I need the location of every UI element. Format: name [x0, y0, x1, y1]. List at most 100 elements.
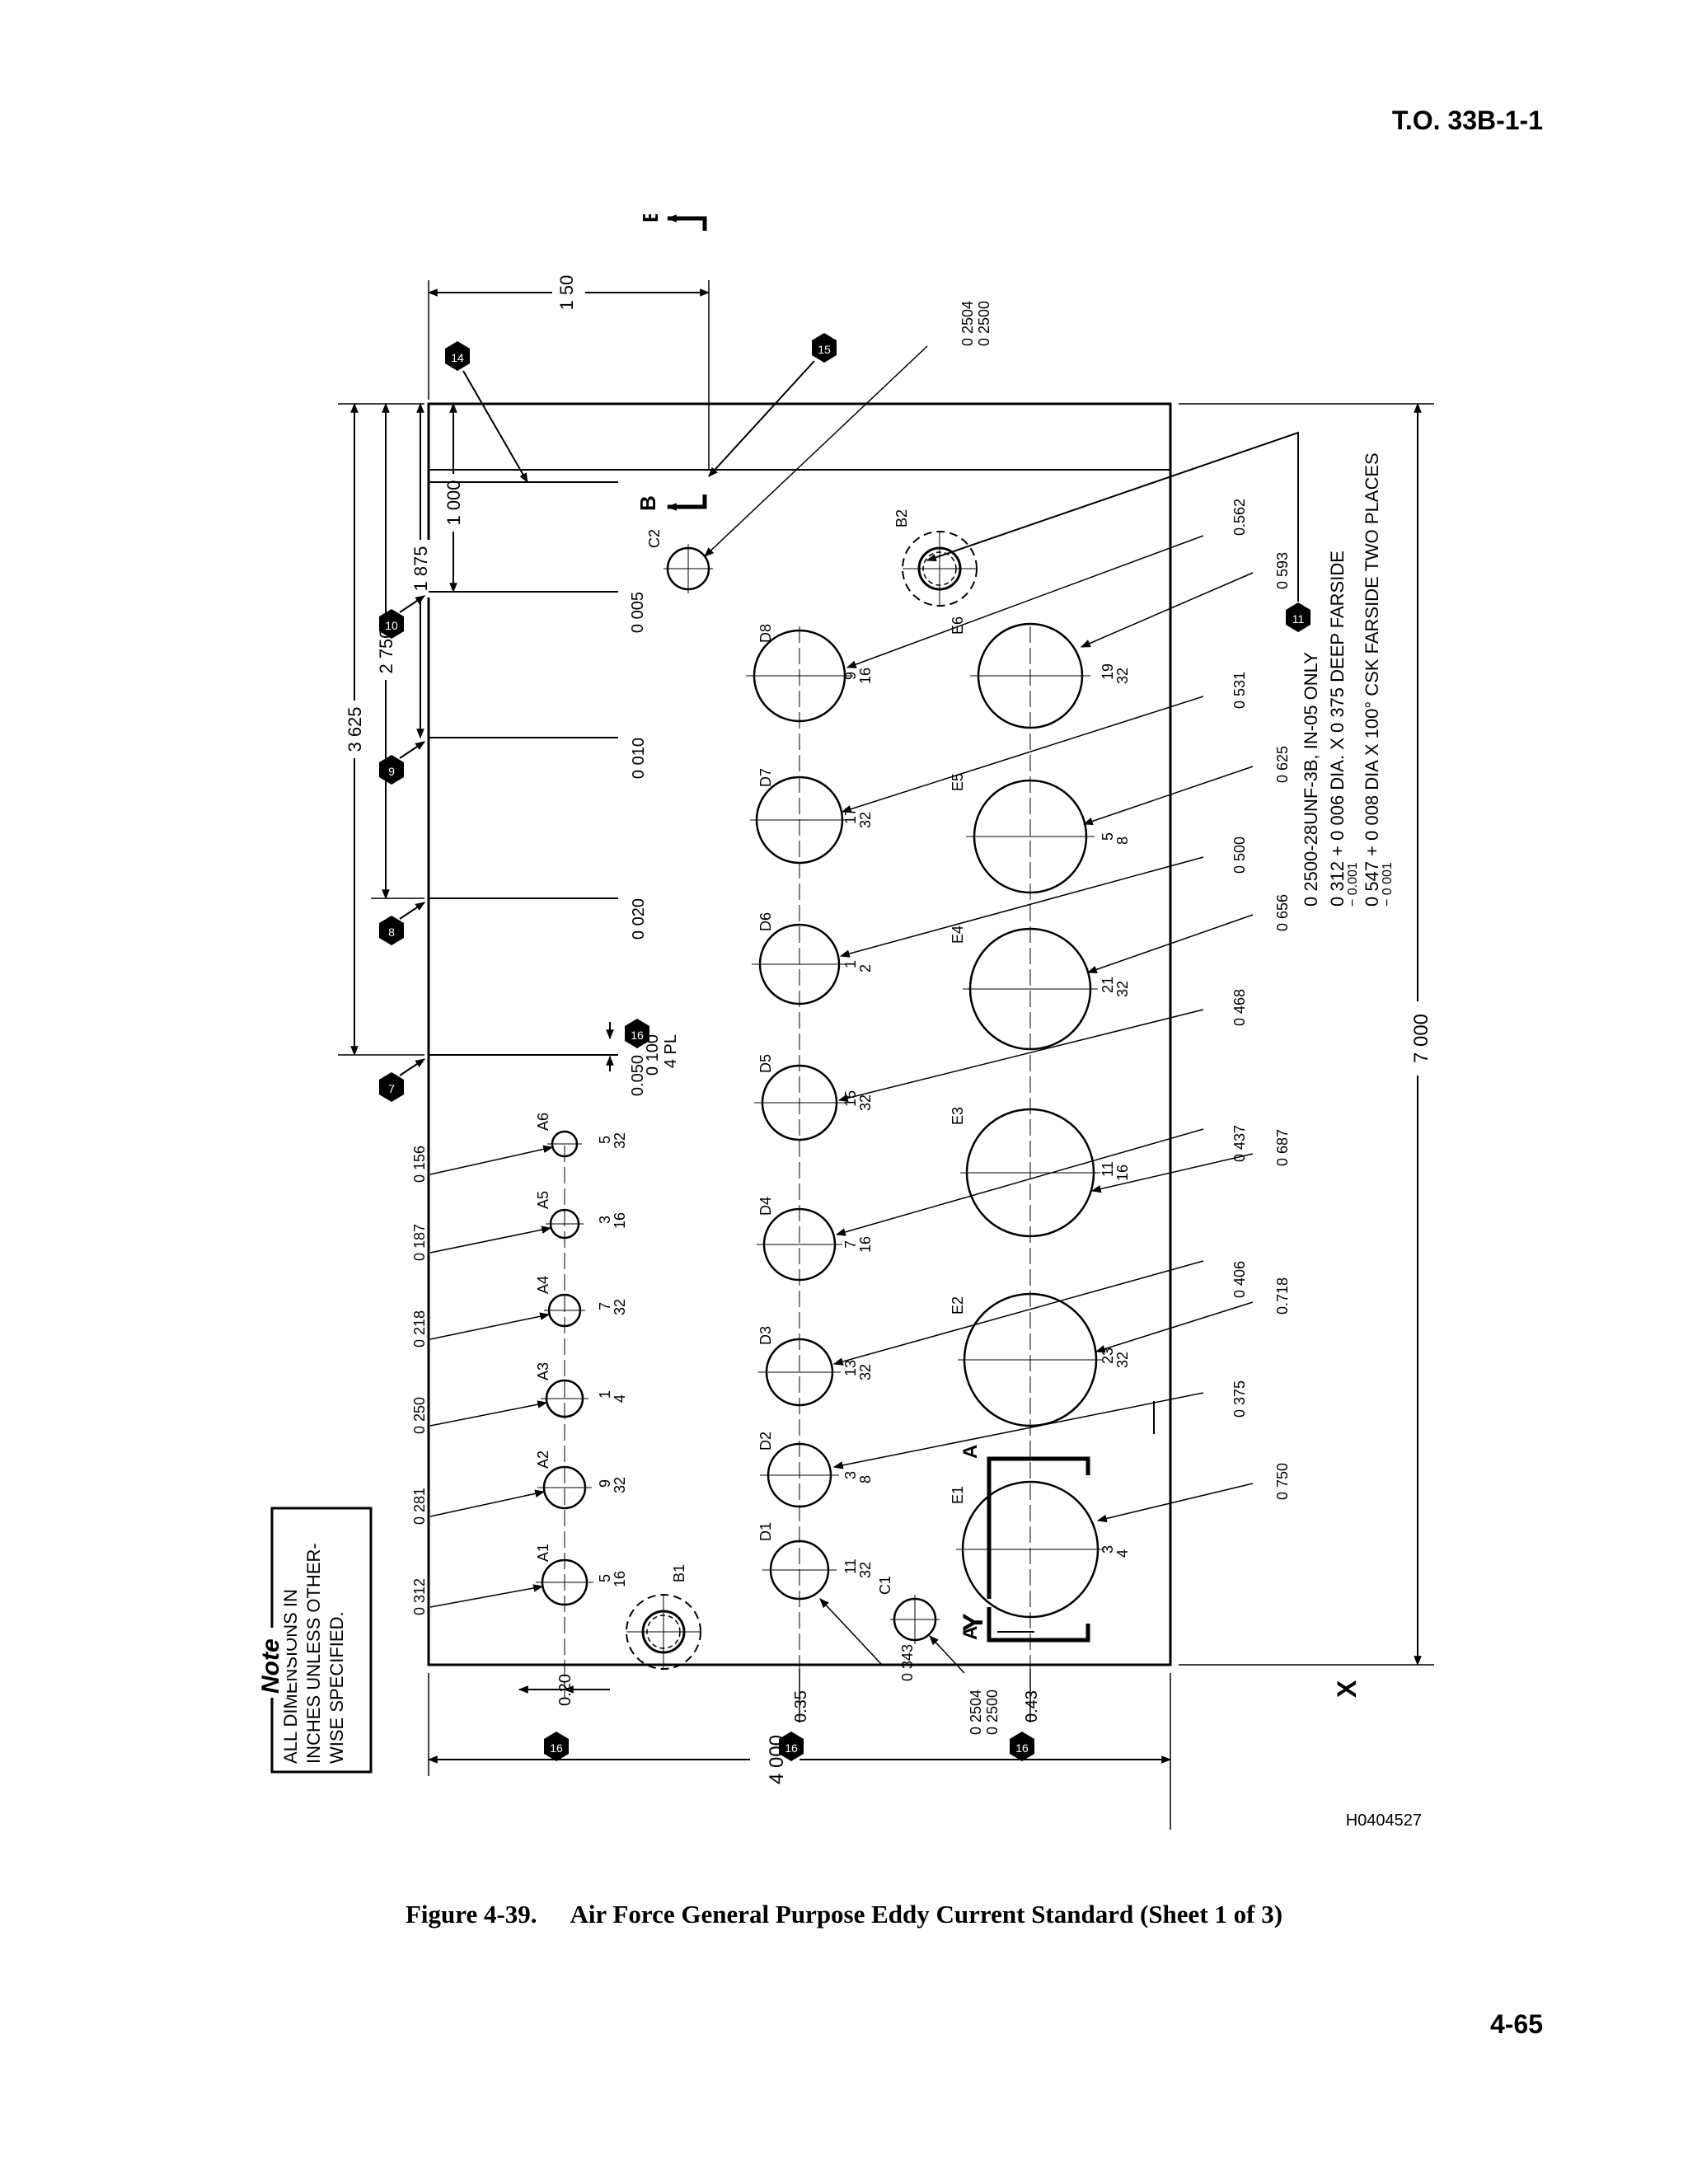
slot-9-depth: 0 010	[630, 738, 648, 779]
svg-text:B1: B1	[671, 1564, 687, 1582]
svg-text:8: 8	[1114, 837, 1131, 845]
svg-text:32: 32	[612, 1477, 628, 1493]
svg-text:0 2500: 0 2500	[984, 1690, 1001, 1735]
svg-text:3: 3	[1100, 1545, 1116, 1554]
hole-d6: D6 1 2 0 500	[752, 837, 1248, 1005]
slot-7-depth: 0.050	[629, 1055, 647, 1096]
svg-text:C2: C2	[646, 529, 663, 548]
overall-length-label: 7 000	[1410, 1014, 1432, 1063]
svg-text:16: 16	[857, 668, 874, 684]
svg-text:3: 3	[597, 1216, 613, 1224]
svg-text:17: 17	[842, 808, 859, 824]
svg-text:10: 10	[385, 619, 398, 632]
hole-d2: D2 3 8 0 375	[757, 1380, 1248, 1508]
svg-text:B2: B2	[893, 509, 910, 527]
dim-1000: 1 000	[443, 480, 464, 525]
svg-text:8: 8	[857, 1475, 874, 1483]
svg-text:0 218: 0 218	[411, 1310, 428, 1347]
svg-text:0 437: 0 437	[1231, 1125, 1248, 1162]
svg-text:0 2504: 0 2504	[968, 1690, 984, 1735]
page-number: 4-65	[1489, 2009, 1543, 2039]
section-b-marker: B B	[635, 207, 707, 511]
svg-text:32: 32	[857, 1562, 874, 1578]
hole-d3: D3 13 32 0 406	[757, 1260, 1248, 1407]
svg-text:E5: E5	[950, 773, 966, 791]
row-offset-dimensions: 0.20 16 0.35 16 0.43 16	[518, 1669, 1041, 1761]
callout-10: 10	[379, 595, 425, 639]
hole-a5: A5 3 16 0 187	[411, 1191, 628, 1261]
svg-text:D6: D6	[757, 912, 774, 931]
callout-markers: 7 8 9 10 14 15 11	[379, 333, 1311, 1102]
notch-qty: 4 PL	[662, 1034, 680, 1068]
svg-text:0 547 + 0 008 DIA X 100° CSK: 0 547 + 0 008 DIA X 100° CSK FARSIDE TWO…	[1362, 452, 1382, 907]
dim-3625: 3 625	[345, 706, 365, 752]
svg-text:A3: A3	[535, 1362, 551, 1380]
svg-text:0.718: 0.718	[1274, 1277, 1291, 1315]
svg-text:D4: D4	[757, 1197, 774, 1216]
section-b-bottom-label: B	[635, 495, 660, 511]
figure-caption: Figure 4-39.Air Force General Purpose Ed…	[0, 1900, 1688, 1929]
svg-text:A4: A4	[535, 1276, 551, 1294]
svg-text:8: 8	[388, 926, 395, 939]
hole-a6: A6 5 32 0 156	[411, 1113, 628, 1183]
hole-a3: A3 1 4 0 250	[411, 1362, 628, 1434]
svg-text:15: 15	[818, 343, 831, 356]
svg-text:− 0 001: − 0 001	[1381, 862, 1395, 907]
callout-8: 8	[379, 902, 425, 945]
hole-e4: E4 21 32 0 656	[950, 894, 1291, 1051]
svg-text:0 2504: 0 2504	[959, 301, 976, 346]
svg-text:11: 11	[842, 1558, 859, 1574]
svg-text:32: 32	[612, 1132, 628, 1149]
callout-9: 9	[379, 741, 425, 785]
svg-text:0 312: 0 312	[411, 1578, 428, 1615]
overall-length-dimension: 7 000	[1179, 402, 1434, 1666]
svg-text:0 406: 0 406	[1231, 1261, 1248, 1298]
dim-150: 1 50	[556, 275, 577, 311]
row-e-holes: E1 3 4 0 750 E2 23 32 0.718 E3 11 16 0 6…	[950, 552, 1291, 1698]
svg-text:0 2500-28UNF-3B, IN-05 ONLY: 0 2500-28UNF-3B, IN-05 ONLY	[1301, 652, 1321, 907]
svg-text:1: 1	[597, 1390, 613, 1399]
svg-text:A: A	[959, 1626, 982, 1640]
svg-text:32: 32	[857, 1094, 874, 1111]
svg-text:5: 5	[1100, 832, 1116, 841]
svg-text:4: 4	[612, 1394, 628, 1403]
svg-text:16: 16	[785, 1741, 798, 1755]
hole-d7: D7 17 32 0 531	[750, 672, 1248, 865]
row-d-holes: D1 11 32 0 343 D2 3 8 0 375 D3 13 32 0 4…	[746, 499, 1248, 1698]
callout-16-notch: 16	[625, 1019, 649, 1048]
hole-e6: E6 19 32 0 593	[950, 552, 1291, 729]
svg-text:2: 2	[857, 964, 874, 972]
svg-text:A1: A1	[535, 1544, 551, 1562]
svg-text:D3: D3	[757, 1326, 774, 1345]
svg-text:D5: D5	[757, 1054, 774, 1073]
svg-text:0 750: 0 750	[1274, 1463, 1291, 1500]
svg-text:0 625: 0 625	[1274, 746, 1291, 783]
slot-10-depth: 0 005	[629, 592, 647, 633]
section-a-marker: A A	[959, 1445, 1090, 1643]
hole-a2: A2 9 32 0 281	[411, 1451, 628, 1525]
hole-a4: A4 7 32 0 218	[411, 1276, 628, 1347]
svg-text:0 2500: 0 2500	[976, 301, 992, 346]
hole-d5: D5 15 32 0 468	[754, 989, 1248, 1141]
document-number: T.O. 33B-1-1	[1391, 105, 1543, 135]
svg-text:D1: D1	[757, 1522, 774, 1541]
slot-location-dimensions: 3 625 2 750 1 875 1 000 1 50	[338, 272, 710, 1057]
svg-text:0 187: 0 187	[411, 1224, 428, 1261]
svg-text:0 468: 0 468	[1231, 989, 1248, 1026]
svg-text:32: 32	[857, 1364, 874, 1380]
section-b-top-label: B	[638, 214, 663, 223]
svg-text:D2: D2	[757, 1432, 774, 1451]
svg-text:9: 9	[388, 765, 395, 778]
callout-7: 7	[379, 1058, 425, 1102]
svg-text:0 593: 0 593	[1274, 552, 1291, 589]
svg-text:32: 32	[857, 812, 874, 828]
svg-text:32: 32	[1114, 668, 1131, 684]
svg-text:16: 16	[631, 1029, 644, 1042]
callout-15: 15	[708, 333, 837, 477]
figure-number: Figure 4-39.	[405, 1900, 537, 1929]
svg-text:16: 16	[1015, 1741, 1029, 1755]
x-axis-label: X	[1332, 1680, 1362, 1698]
svg-text:E2: E2	[950, 1296, 966, 1315]
svg-text:5: 5	[597, 1136, 613, 1144]
hole-e2: E2 23 32 0.718	[950, 1277, 1291, 1427]
